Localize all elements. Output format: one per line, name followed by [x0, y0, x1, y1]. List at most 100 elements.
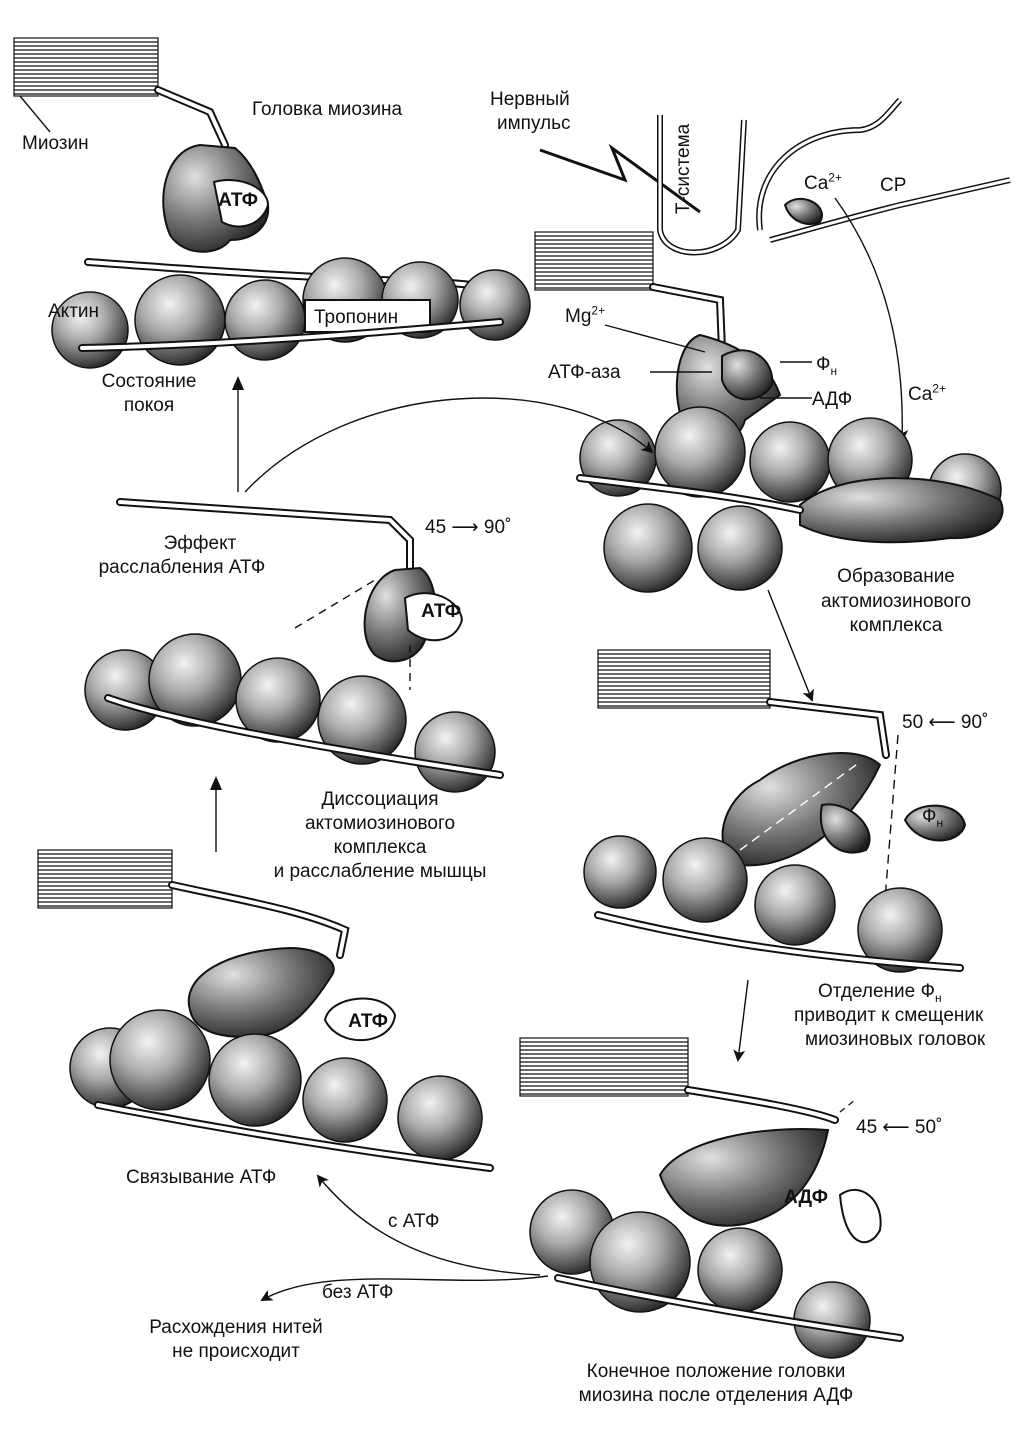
nerve-impulse-line-1: Нервный	[490, 89, 570, 110]
atp-label-1: АТФ	[218, 190, 258, 211]
actin-sphere	[754, 864, 836, 946]
actin-sphere	[224, 279, 306, 361]
myosin-filament	[534, 231, 654, 291]
myosin-head	[658, 1128, 830, 1227]
process-arrow	[244, 397, 654, 493]
process-arrow	[767, 589, 814, 702]
troponin-label: Тропонин	[314, 307, 399, 328]
line	[739, 761, 861, 851]
without-atp-label: без АТФ	[322, 1282, 394, 1303]
t-tubule-inner	[658, 115, 746, 254]
angle-45-50: 45 ⟵ 50˚	[856, 1117, 943, 1138]
phi-label-1: Фн	[816, 354, 838, 378]
actin-sphere	[857, 887, 943, 973]
line	[19, 95, 51, 133]
actin-sphere	[208, 1033, 302, 1127]
myosin-neck-inner	[686, 1088, 837, 1122]
actin-sphere	[654, 406, 746, 498]
atpase-label: АТФ-аза	[548, 362, 621, 383]
phi-molecule	[903, 804, 967, 842]
process-arrow	[316, 1174, 541, 1276]
arrow-head	[210, 776, 222, 790]
atp-molecule	[403, 592, 464, 642]
adp-label-1: АДФ	[812, 389, 853, 410]
actin-sphere	[603, 503, 693, 593]
myosin-neck-inner	[596, 913, 962, 970]
rest-state-line-1: Состояние	[101, 371, 197, 392]
tropomyosin-block	[799, 477, 1004, 544]
relax-effect-line-1: Эффект	[163, 533, 237, 554]
dissociation-line-3: комплекса	[333, 837, 427, 858]
line	[604, 324, 706, 353]
actin-sphere	[134, 274, 226, 366]
myosin-neck-inner	[156, 88, 227, 147]
actin-sphere	[583, 835, 657, 909]
myosin-neck-inner	[80, 320, 502, 350]
with-atp-label: с АТФ	[388, 1211, 440, 1232]
actin-sphere	[662, 837, 748, 923]
myosin-neck-inner	[556, 1276, 902, 1340]
actin-sphere	[414, 711, 496, 793]
t-system-label: Т-система	[673, 123, 694, 214]
myosin-filament	[13, 37, 159, 97]
actomyosin-formation-line-1: Образование	[837, 566, 955, 587]
sr-label: СР	[880, 175, 907, 196]
atp-molecule	[323, 997, 397, 1042]
phi-release-line-1: Отделение Фн	[818, 981, 942, 1005]
line	[884, 734, 899, 901]
dissociation-line-2: актомиозинового	[304, 813, 456, 834]
ca-label-1: Ca2+	[804, 170, 842, 194]
angle-45-90: 45 ⟶ 90˚	[425, 517, 512, 538]
troponin-box	[304, 299, 431, 333]
atp-label-3: АТФ	[348, 1011, 388, 1032]
myosin-neck-inner	[768, 700, 888, 757]
myosin-filament	[37, 849, 173, 909]
phi-adp-complex	[721, 349, 774, 401]
myosin-neck-inner	[106, 696, 502, 777]
actin-sphere	[459, 269, 531, 341]
actin-label: Актин	[48, 301, 100, 322]
atp-molecule	[212, 179, 270, 228]
myosin-head	[187, 946, 335, 1038]
relax-effect-line-2: расслабления АТФ	[98, 557, 266, 578]
myosin-head	[721, 752, 882, 867]
nerve-impulse-zigzag	[539, 143, 701, 214]
actin-sphere	[749, 421, 831, 503]
arrow-head	[232, 376, 244, 390]
line	[839, 1099, 856, 1113]
mg-label: Mg2+	[565, 303, 606, 327]
actin-sphere	[302, 1057, 388, 1143]
myosin-neck-inner	[118, 500, 412, 572]
ca-label-2: Ca2+	[908, 381, 946, 405]
process-arrow	[260, 1275, 549, 1301]
actin-sphere	[697, 505, 783, 591]
myosin-label: Миозин	[22, 133, 89, 154]
dissociation-line-1: Диссоциация	[321, 789, 439, 810]
actin-sphere	[697, 1227, 783, 1313]
myosin-filament	[519, 1037, 689, 1097]
actin-sphere	[109, 1009, 211, 1111]
angle-50-90: 50 ⟵ 90˚	[902, 712, 989, 733]
myosin-neck-inner	[170, 883, 348, 957]
myosin-head-lobe	[819, 803, 871, 854]
ca-release-site	[783, 197, 823, 225]
final-position-line-2: миозина после отделения АДФ	[578, 1385, 854, 1406]
myosin-head-label: Головка миозина	[252, 99, 403, 120]
myosin-filament	[597, 649, 771, 709]
rest-state-line-2: покоя	[123, 395, 175, 416]
adp-molecule	[838, 1189, 882, 1244]
line	[294, 579, 376, 629]
phi-label-2: Фн	[922, 806, 944, 830]
phi-release-line-2: приводит к смещеник	[794, 1005, 984, 1026]
sr-membrane-2-inner	[769, 178, 1011, 242]
actomyosin-formation-line-2: актомиозинового	[820, 591, 972, 612]
myosin-neck-inner	[578, 476, 802, 512]
actin-sphere	[397, 1075, 483, 1161]
final-position-line-1: Конечное положение головки	[586, 1361, 846, 1382]
dissociation-line-4: и расслабление мышцы	[273, 861, 487, 882]
actin-sphere	[317, 675, 407, 765]
adp-label-2: АДФ	[784, 1187, 828, 1208]
no-separation-line-2: не происходит	[172, 1341, 300, 1362]
process-arrow	[733, 979, 749, 1062]
